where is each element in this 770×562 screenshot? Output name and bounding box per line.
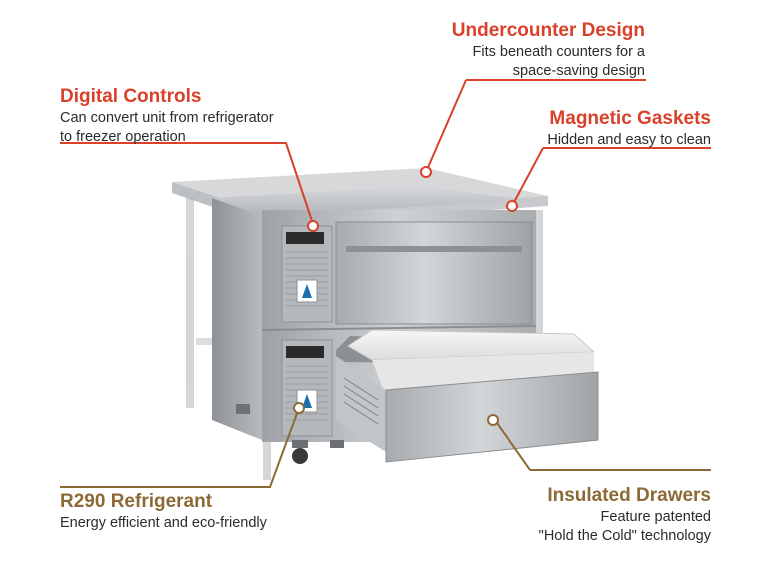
callout-title: R290 Refrigerant <box>60 491 213 512</box>
upper-drawer <box>335 221 533 325</box>
callout-line: Feature patented <box>600 509 711 525</box>
callout-line: space-saving design <box>512 63 645 79</box>
callout-text: Can convert unit from refrigerator to fr… <box>60 109 274 147</box>
callout-line: to freezer operation <box>60 129 186 145</box>
callout-line: "Hold the Cold" technology <box>538 528 711 544</box>
callout-r290-refrigerant: R290 Refrigerant Energy efficient and ec… <box>60 491 267 533</box>
callout-line: Can convert unit from refrigerator <box>60 110 274 126</box>
leader-lines <box>60 79 544 488</box>
callout-line: Fits beneath counters for a <box>472 44 646 60</box>
casters <box>236 404 344 464</box>
control-panel-lower <box>281 339 333 437</box>
callout-text: Hidden and easy to clean <box>547 131 711 150</box>
callout-text: Fits beneath counters for a space-saving… <box>452 43 646 81</box>
callout-title: Insulated Drawers <box>547 485 711 506</box>
callout-line: Energy efficient and eco-friendly <box>60 515 267 531</box>
rule-undercounter <box>466 79 646 81</box>
callout-dots <box>293 166 518 426</box>
callout-title: Magnetic Gaskets <box>549 108 711 129</box>
callout-magnetic-gaskets: Magnetic Gaskets Hidden and easy to clea… <box>547 108 711 150</box>
callout-text: Energy efficient and eco-friendly <box>60 514 267 533</box>
callout-text: Feature patented "Hold the Cold" technol… <box>539 508 711 546</box>
lower-drawer-open <box>336 329 599 463</box>
rule-magnetic-gaskets <box>543 147 711 149</box>
rule-insulated-drawers <box>530 469 711 471</box>
callout-title: Undercounter Design <box>451 20 645 41</box>
callout-line: Hidden and easy to clean <box>547 132 711 148</box>
callout-insulated-drawers: Insulated Drawers Feature patented "Hold… <box>539 485 711 546</box>
control-panel-upper <box>281 225 333 323</box>
callout-undercounter-design: Undercounter Design Fits beneath counter… <box>452 20 645 81</box>
callout-digital-controls: Digital Controls Can convert unit from r… <box>60 86 274 147</box>
callout-title: Digital Controls <box>60 86 202 107</box>
